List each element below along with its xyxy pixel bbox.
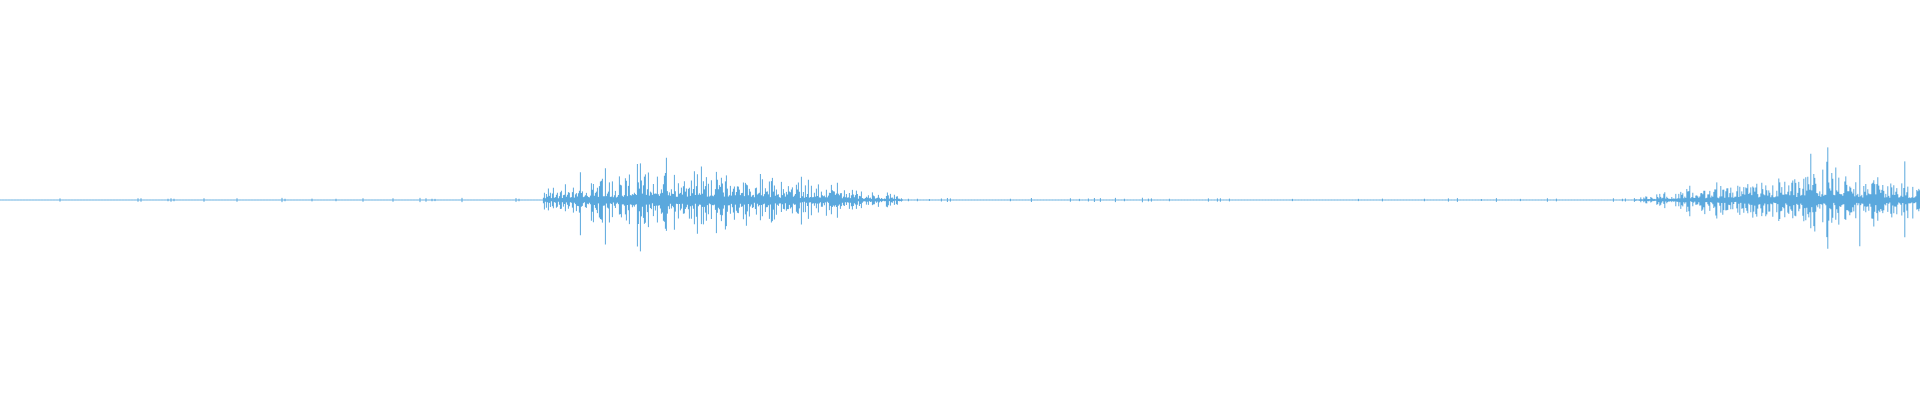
waveform-samples (0, 147, 1920, 252)
waveform-path (0, 147, 1920, 252)
